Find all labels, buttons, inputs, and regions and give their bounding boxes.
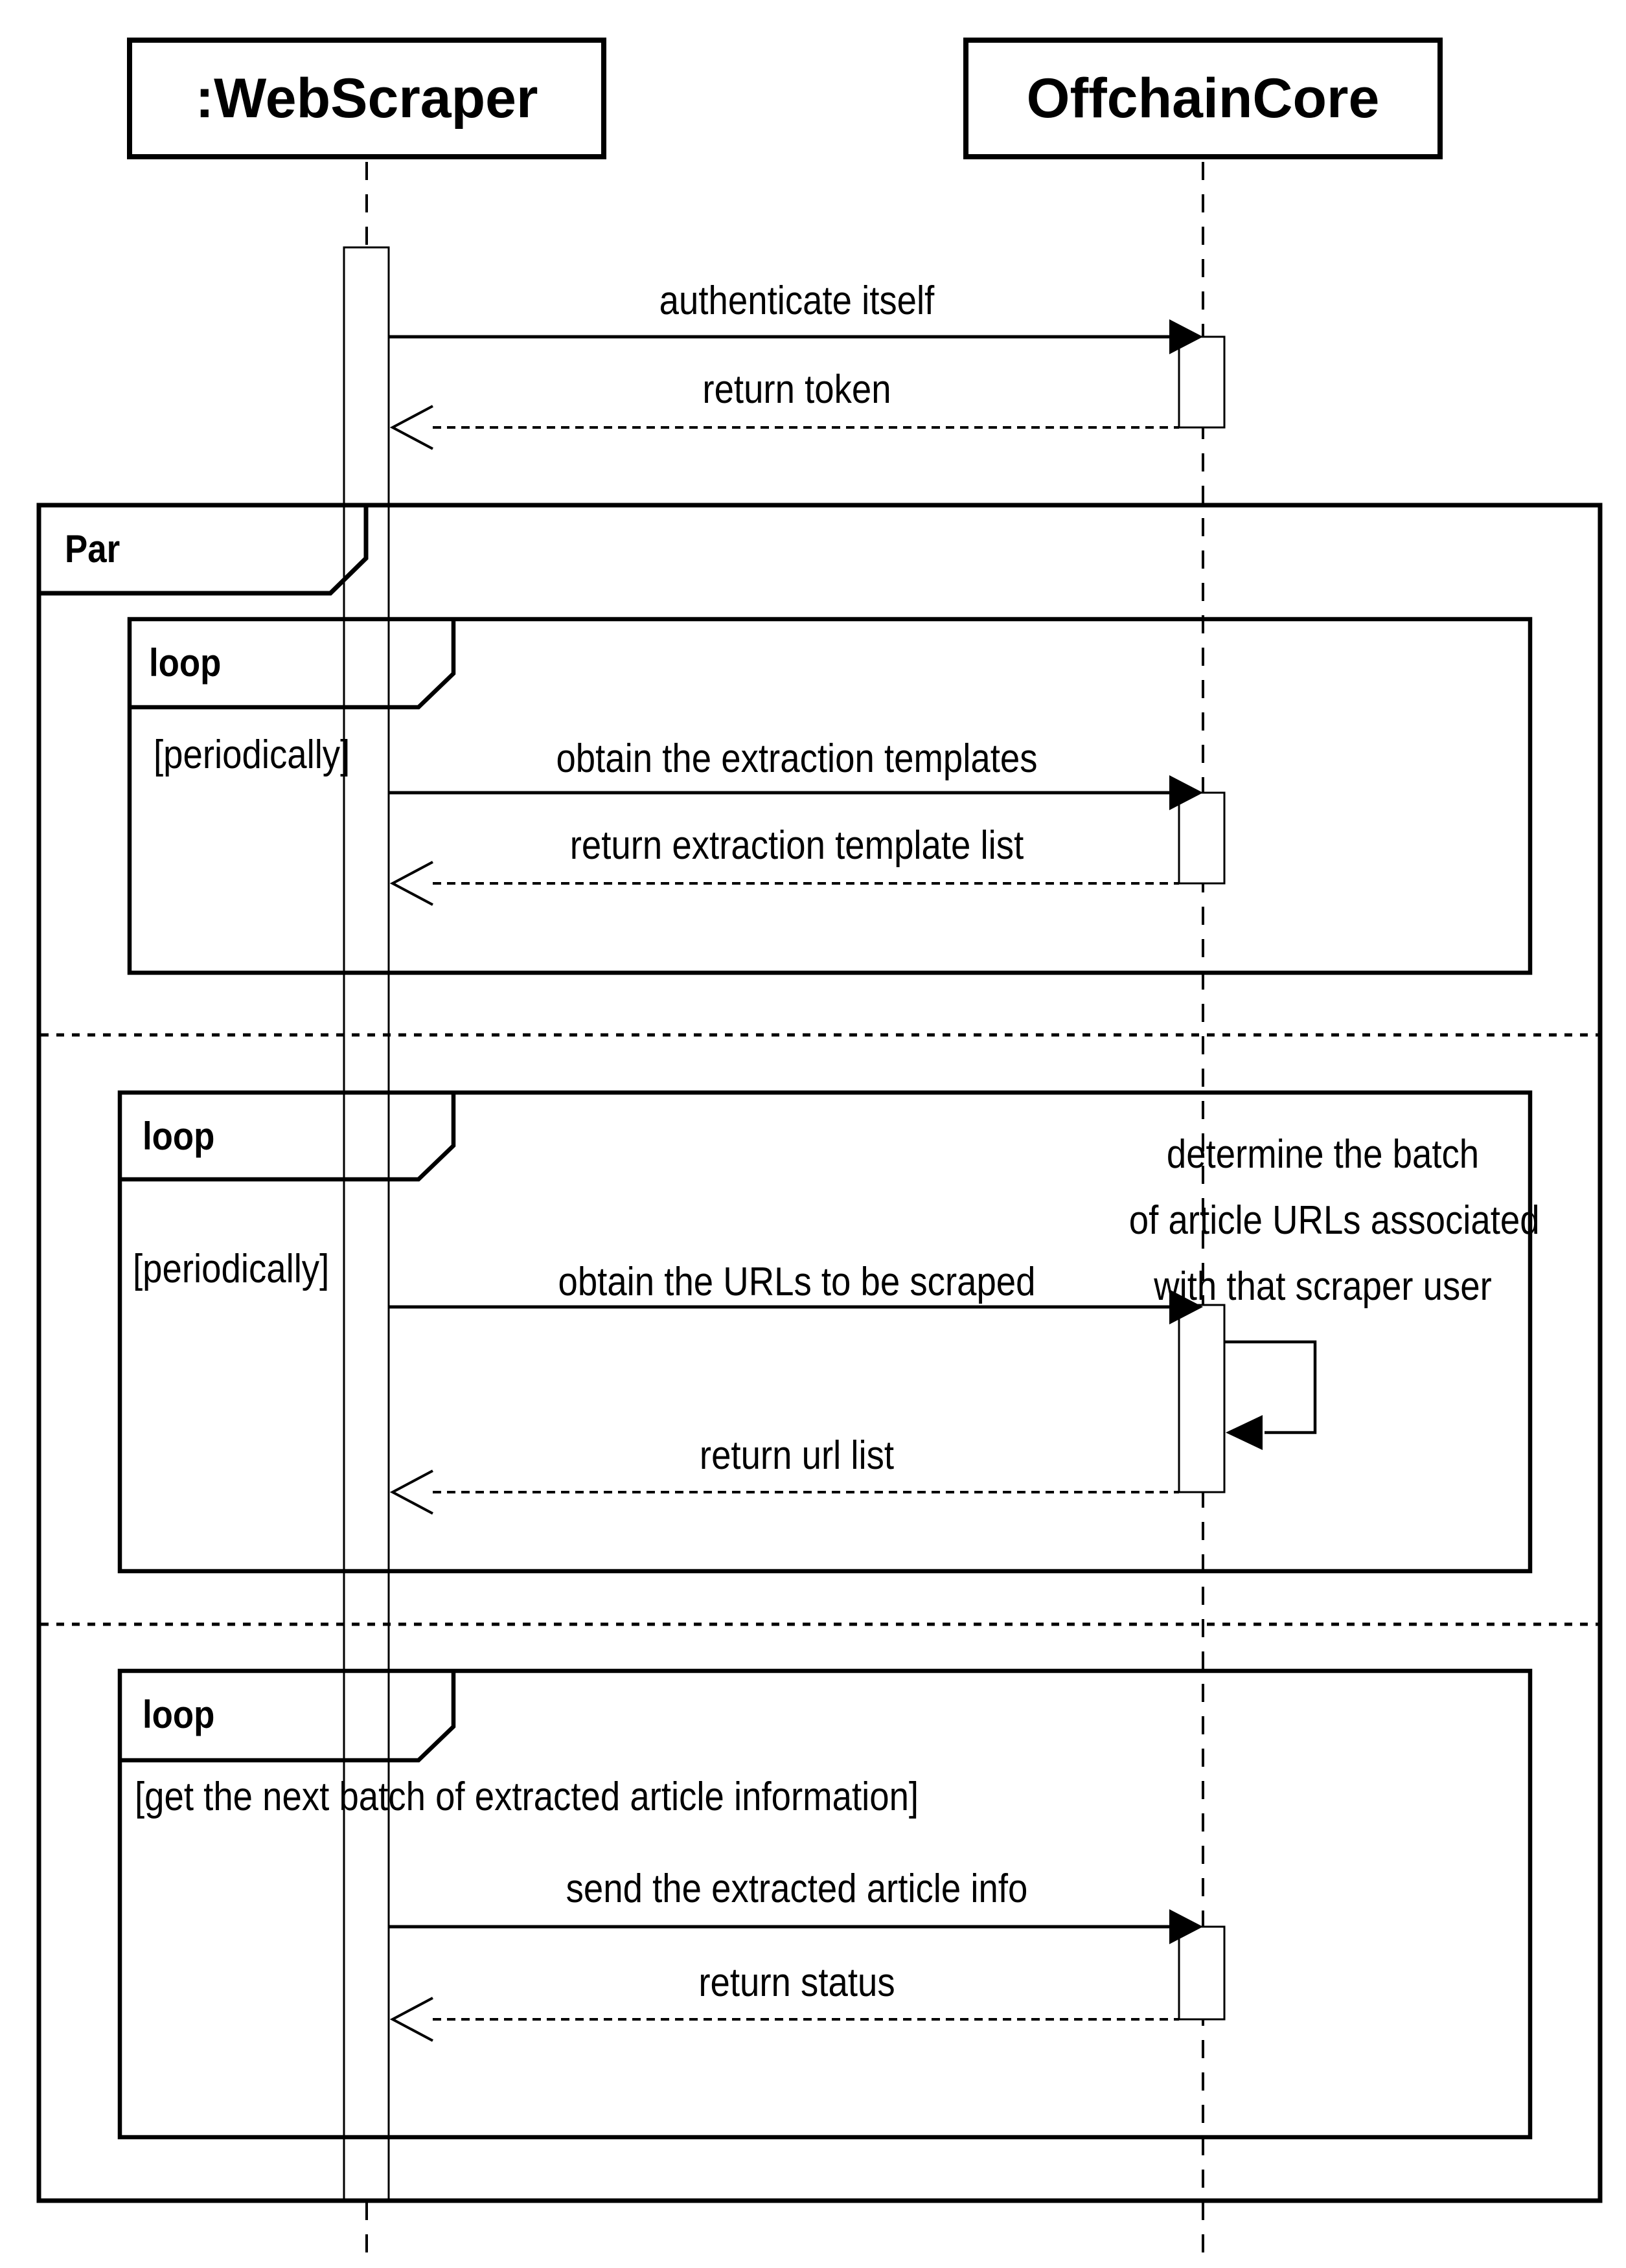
arrow-obtain-urls xyxy=(389,1289,1203,1324)
self-message-note-line-3: with that scraper user xyxy=(1154,1264,1492,1309)
message-obtain-templates: obtain the extraction templates xyxy=(556,736,1038,781)
activation-bar-offchaincore-urls xyxy=(1178,1304,1226,1493)
self-message-arrowhead xyxy=(1226,1415,1263,1450)
arrowhead-return-url-list xyxy=(389,1469,433,1515)
arrowhead-obtain-templates xyxy=(1169,775,1203,810)
participant-webscraper: :WebScraper xyxy=(127,38,606,159)
message-obtain-urls: obtain the URLs to be scraped xyxy=(558,1260,1036,1304)
arrow-return-status xyxy=(389,1997,1179,2042)
loop-frame-2 xyxy=(117,1090,1533,1574)
loop-frame-3 xyxy=(117,1668,1533,2140)
arrow-send-article-info xyxy=(389,1909,1203,1944)
loop1-guard: [periodically] xyxy=(154,732,350,777)
arrowhead-return-token xyxy=(389,405,433,450)
loop3-guard: [get the next batch of extracted article… xyxy=(135,1775,919,1819)
arrowhead-return-status xyxy=(389,1997,433,2042)
loop-frame-tab-1 xyxy=(130,621,456,710)
self-message-line xyxy=(1224,1340,1317,1435)
arrowhead-authenticate-itself xyxy=(1169,319,1203,354)
arrow-return-token xyxy=(389,405,1179,450)
loop1-operator-label: loop xyxy=(149,641,222,685)
arrowhead-obtain-urls xyxy=(1169,1289,1203,1324)
arrow-obtain-templates xyxy=(389,775,1203,810)
message-send-article-info: send the extracted article info xyxy=(566,1866,1028,1911)
activation-bar-offchaincore-articles xyxy=(1178,1925,1226,2021)
loop2-guard: [periodically] xyxy=(133,1247,330,1291)
self-message-note-line-2: of article URLs associated xyxy=(1128,1198,1540,1243)
arrowhead-return-template-list xyxy=(389,861,433,906)
self-message-note: determine the batch of article URLs asso… xyxy=(1128,1122,1540,1320)
message-return-template-list: return extraction template list xyxy=(569,823,1024,868)
loop2-operator-label: loop xyxy=(143,1115,215,1158)
arrow-authenticate-itself xyxy=(389,319,1203,354)
arrowhead-send-article-info xyxy=(1169,1909,1203,1944)
self-message-note-line-1: determine the batch xyxy=(1166,1132,1480,1177)
activation-bar-offchaincore-auth xyxy=(1178,335,1226,429)
par-operator-label: Par xyxy=(65,527,120,571)
loop-frame-tab-2 xyxy=(120,1094,456,1182)
message-authenticate-itself: authenticate itself xyxy=(659,278,935,323)
participant-offchaincore: OffchainCore xyxy=(963,38,1443,159)
participant-offchaincore-label: OffchainCore xyxy=(1026,67,1380,130)
par-frame xyxy=(36,503,1603,2203)
loop-frame-tab-3 xyxy=(120,1673,456,1763)
participant-webscraper-label: :WebScraper xyxy=(195,67,538,130)
loop-frame-1 xyxy=(127,617,1533,975)
arrow-return-template-list xyxy=(389,861,1179,906)
loop3-operator-label: loop xyxy=(143,1693,215,1736)
message-return-token: return token xyxy=(702,367,891,412)
activation-bar-offchaincore-templates xyxy=(1178,791,1226,885)
par-frame-tab xyxy=(39,507,369,596)
arrow-return-url-list xyxy=(389,1469,1179,1515)
message-return-url-list: return url list xyxy=(699,1433,895,1478)
message-return-status: return status xyxy=(698,1960,895,2005)
